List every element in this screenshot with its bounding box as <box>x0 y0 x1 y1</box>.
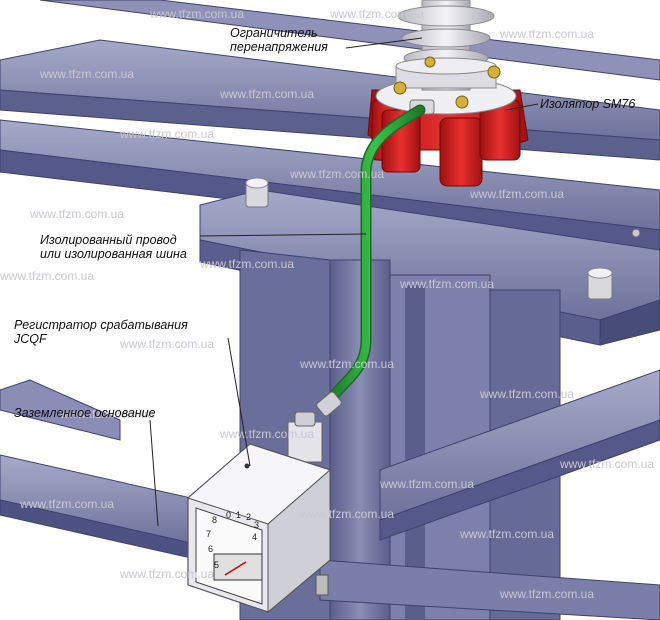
watermark-text: www.tfzm.com.ua <box>499 587 594 601</box>
watermark-text: www.tfzm.com.ua <box>499 27 594 41</box>
counter-terminal <box>287 411 323 463</box>
watermarks: www.tfzm.com.ua www.tfzm.com.ua www.tfzm.c… <box>0 7 654 601</box>
counter-digit: 8 <box>212 515 217 525</box>
watermark-text: www.tfzm.com.ua <box>19 497 114 511</box>
leader-grounded-base <box>149 419 159 527</box>
watermark-text: www.tfzm.com.ua <box>559 457 654 471</box>
watermark-text: www.tfzm.com.ua <box>219 427 314 441</box>
label-insulator: Изолятор SM76 <box>540 97 636 111</box>
watermark-text: www.tfzm.com.ua <box>469 187 564 201</box>
watermark-text: www.tfzm.com.ua <box>399 277 494 291</box>
watermark-text: www.tfzm.com.ua <box>459 527 554 541</box>
bolt-right <box>587 267 613 300</box>
leader-insulator <box>505 103 539 111</box>
watermark-text: www.tfzm.com.ua <box>59 407 154 421</box>
label-surge-arrester-line2: перенапряжения <box>230 40 328 54</box>
watermark-text: www.tfzm.com.ua <box>39 67 134 81</box>
watermark-text: www.tfzm.com.ua <box>329 7 424 21</box>
counter-digit: 6 <box>208 544 213 554</box>
bolt-far-right <box>631 228 641 238</box>
label-insulated-wire-line2: или изолированная шина <box>40 247 187 261</box>
label-counter-line2: JCQF <box>14 332 47 346</box>
leader-counter <box>227 337 251 467</box>
watermark-text: www.tfzm.com.ua <box>379 477 474 491</box>
label-insulated-wire: Изолированный провод или изолированная ш… <box>40 233 187 261</box>
leader-lines <box>149 37 539 527</box>
watermark-text: www.tfzm.com.ua <box>0 269 94 283</box>
watermark-text: www.tfzm.com.ua <box>119 127 214 141</box>
watermark-text: www.tfzm.com.ua <box>119 337 214 351</box>
counter-digit: 0 <box>226 510 231 520</box>
leader-surge-arrester <box>345 37 423 49</box>
arrester-nuts <box>393 56 501 109</box>
insulated-wire <box>316 104 426 417</box>
counter-digit: 4 <box>252 532 257 542</box>
counter-digit: 7 <box>206 529 211 539</box>
watermark-text: www.tfzm.com.ua <box>199 257 294 271</box>
watermark-text: www.tfzm.com.ua <box>119 567 214 581</box>
watermark-text: www.tfzm.com.ua <box>29 207 124 221</box>
counter-digit: 1 <box>236 510 241 520</box>
label-grounded-base: Заземленное основание <box>14 406 156 420</box>
watermark-text: www.tfzm.com.ua <box>289 167 384 181</box>
label-surge-arrester: Ограничитель перенапряжения <box>230 26 328 54</box>
leader-insulated-wire <box>199 233 367 237</box>
watermark-text: www.tfzm.com.ua <box>479 387 574 401</box>
lower-frame-beams <box>0 369 660 620</box>
watermark-text: www.tfzm.com.ua <box>219 87 314 101</box>
watermark-text: www.tfzm.com.ua <box>149 7 244 21</box>
label-counter-line1: Регистратор срабатывания <box>14 318 188 332</box>
watermark-text: www.tfzm.com.ua <box>299 357 394 371</box>
mounting-bolts <box>245 177 641 300</box>
counter-digit: 5 <box>214 560 219 570</box>
label-counter: Регистратор срабатывания JCQF <box>14 318 188 346</box>
counter-dial <box>213 553 263 581</box>
surge-arrester <box>393 0 501 115</box>
label-insulated-wire-line1: Изолированный провод <box>40 233 177 247</box>
watermark-text: www.tfzm.com.ua <box>299 507 394 521</box>
counter-digit: 3 <box>254 520 259 530</box>
bolt-left <box>245 177 269 208</box>
label-surge-arrester-line1: Ограничитель <box>230 26 318 40</box>
counter-digit: 2 <box>246 512 251 522</box>
